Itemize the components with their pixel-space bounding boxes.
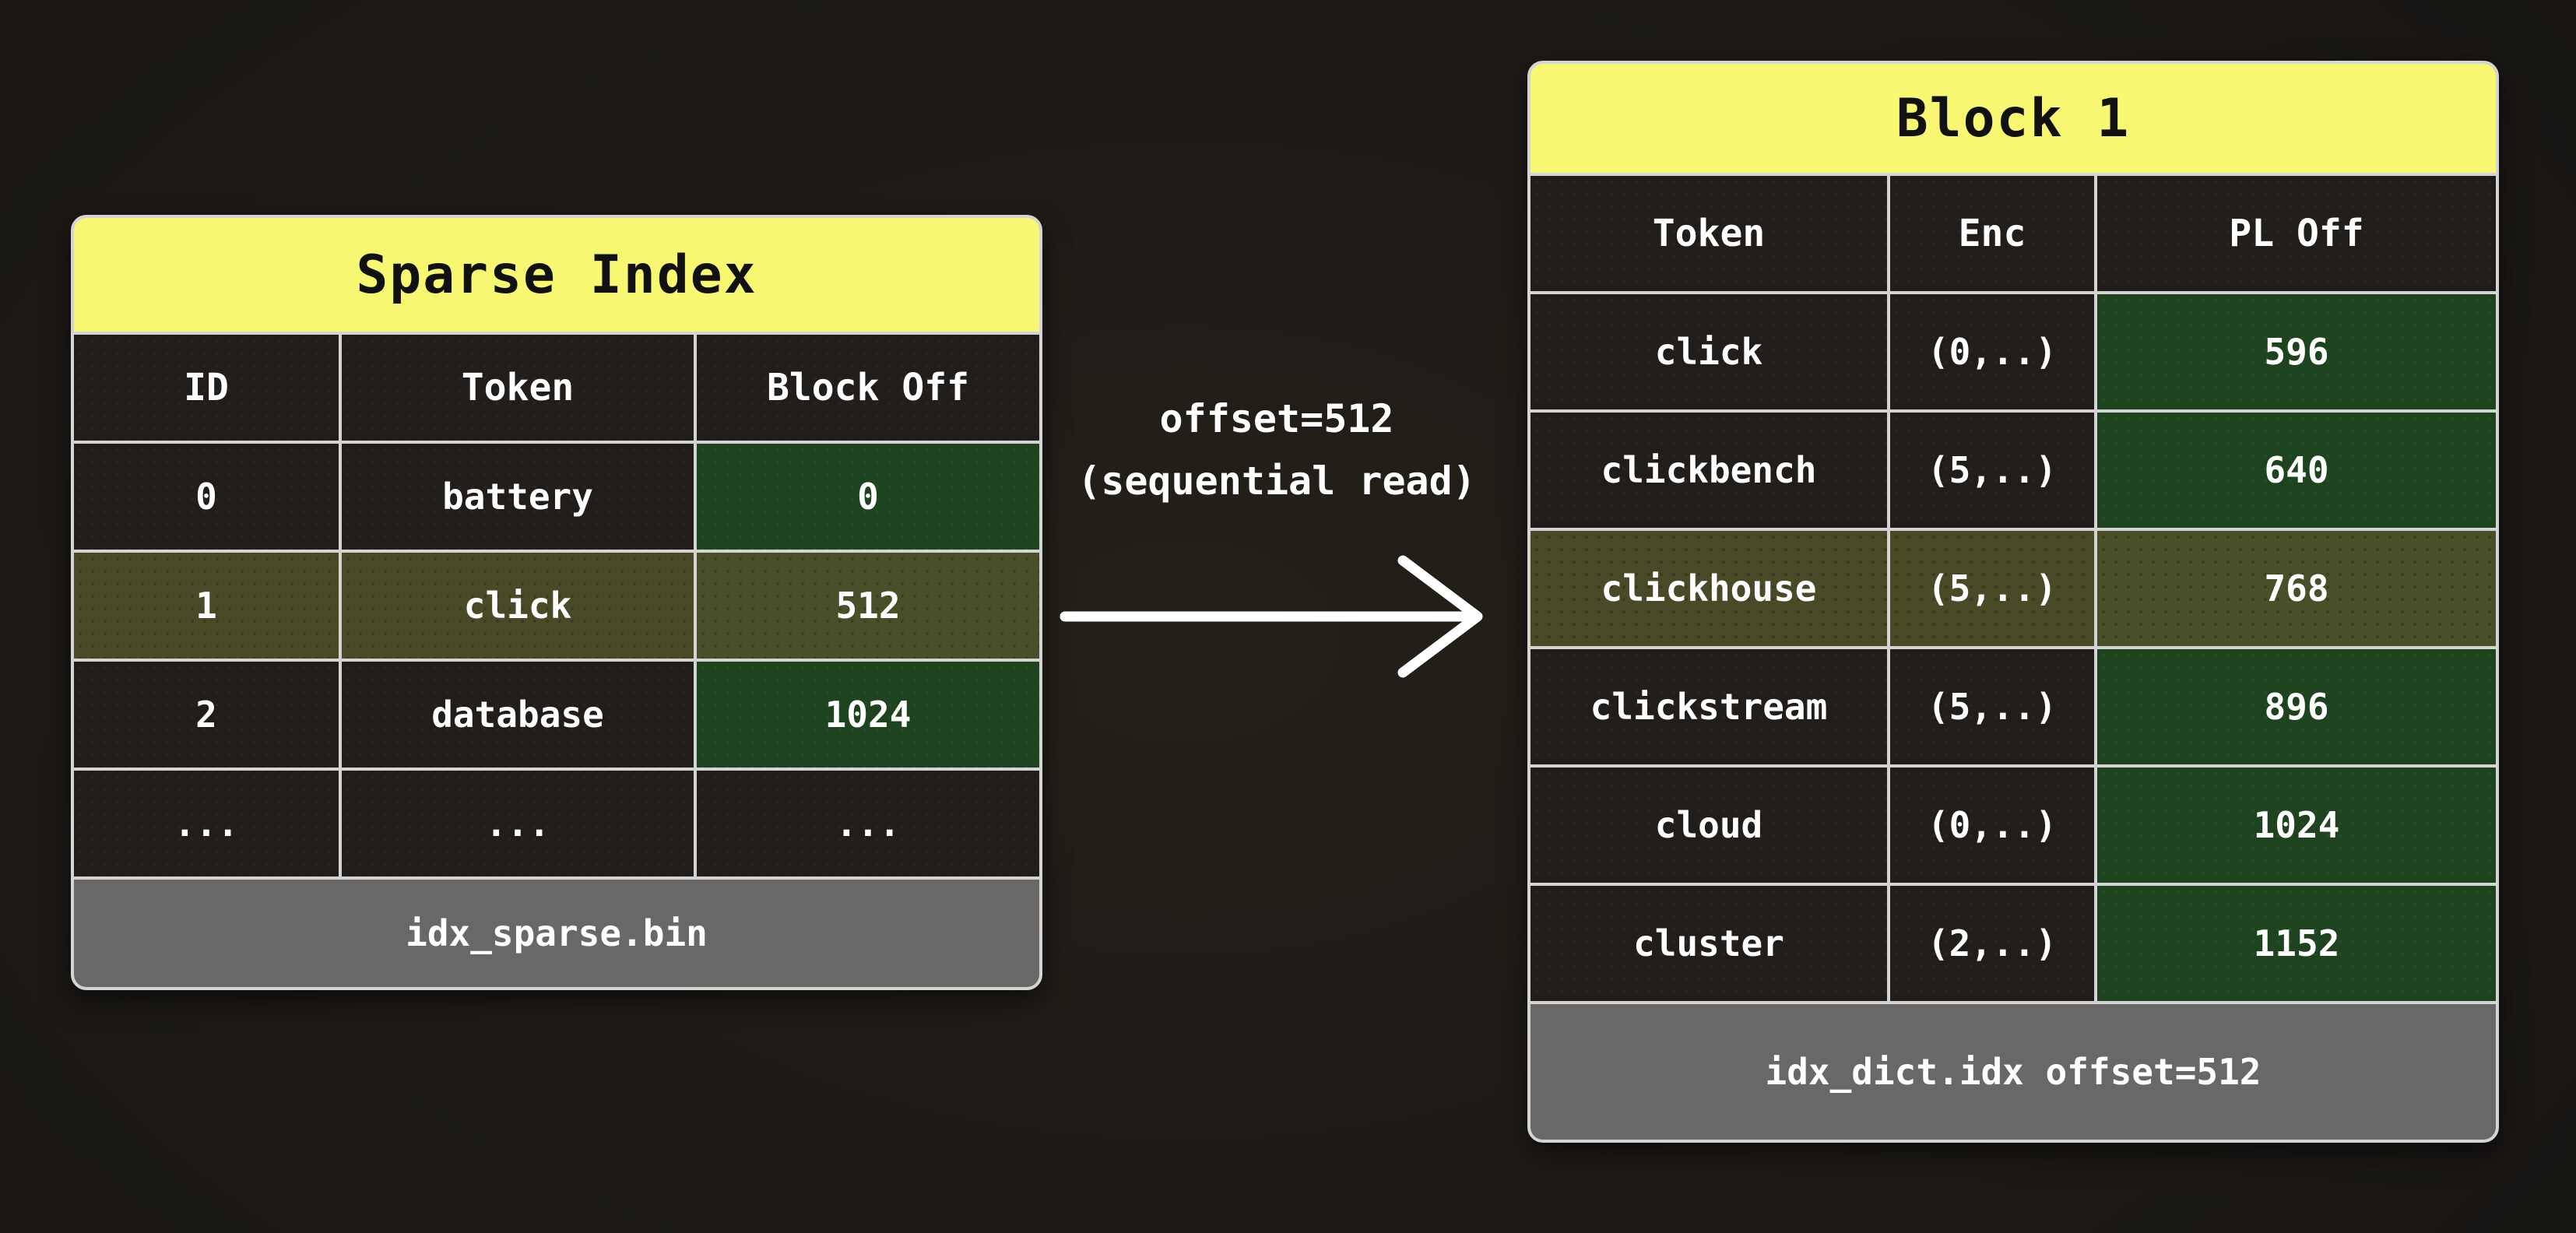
sparse-cell-token: battery	[342, 444, 694, 550]
block-1-grid: Token Enc PL Off click (0,..) 596 clickb…	[1530, 173, 2496, 1004]
block-col-header-enc: Enc	[1890, 176, 2094, 291]
arrow-label-offset: offset=512	[1159, 396, 1394, 441]
sparse-cell-id: 0	[74, 444, 339, 550]
sparse-cell-ellipsis: ...	[342, 771, 694, 876]
block-cell-enc-highlighted: (5,..)	[1890, 531, 2094, 646]
sparse-cell-block-off-highlighted: 512	[697, 553, 1039, 659]
sparse-index-title: Sparse Index	[74, 218, 1039, 332]
block-cell-pl-off: 596	[2097, 294, 2496, 409]
block-cell-token: click	[1530, 294, 1887, 409]
block-cell-token: clickbench	[1530, 413, 1887, 528]
sparse-index-card: Sparse Index ID Token Block Off 0 batter…	[71, 215, 1042, 990]
sparse-index-grid: ID Token Block Off 0 battery 0 1 click 5…	[74, 332, 1039, 880]
sparse-cell-ellipsis: ...	[697, 771, 1039, 876]
sparse-index-filename: idx_sparse.bin	[74, 880, 1039, 987]
block-cell-token: clickstream	[1530, 649, 1887, 764]
block-cell-enc: (0,..)	[1890, 294, 2094, 409]
sparse-cell-token-highlighted: click	[342, 553, 694, 659]
arrow-label-sequential-read: (sequential read)	[1077, 458, 1476, 504]
sparse-col-header-block-off: Block Off	[697, 335, 1039, 441]
sparse-col-header-id: ID	[74, 335, 339, 441]
sparse-cell-ellipsis: ...	[74, 771, 339, 876]
block-cell-enc: (5,..)	[1890, 413, 2094, 528]
block-cell-token: cloud	[1530, 768, 1887, 883]
sparse-cell-id: 2	[74, 662, 339, 768]
block-cell-enc: (0,..)	[1890, 768, 2094, 883]
block-1-filename: idx_dict.idx offset=512	[1530, 1004, 2496, 1140]
sparse-col-header-token: Token	[342, 335, 694, 441]
block-cell-pl-off: 640	[2097, 413, 2496, 528]
block-cell-token-highlighted: clickhouse	[1530, 531, 1887, 646]
sparse-cell-block-off: 1024	[697, 662, 1039, 768]
block-cell-pl-off: 1024	[2097, 768, 2496, 883]
block-cell-pl-off: 896	[2097, 649, 2496, 764]
sparse-cell-id-highlighted: 1	[74, 553, 339, 659]
sparse-cell-block-off: 0	[697, 444, 1039, 550]
block-cell-token: cluster	[1530, 886, 1887, 1001]
block-col-header-pl-off: PL Off	[2097, 176, 2496, 291]
block-cell-enc: (5,..)	[1890, 649, 2094, 764]
sparse-cell-token: database	[342, 662, 694, 768]
block-cell-pl-off: 1152	[2097, 886, 2496, 1001]
block-1-title: Block 1	[1530, 64, 2496, 173]
block-cell-enc: (2,..)	[1890, 886, 2094, 1001]
block-col-header-token: Token	[1530, 176, 1887, 291]
block-1-card: Block 1 Token Enc PL Off click (0,..) 59…	[1527, 61, 2499, 1143]
block-cell-pl-off-highlighted: 768	[2097, 531, 2496, 646]
arrow-label: offset=512 (sequential read)	[1043, 388, 1510, 512]
